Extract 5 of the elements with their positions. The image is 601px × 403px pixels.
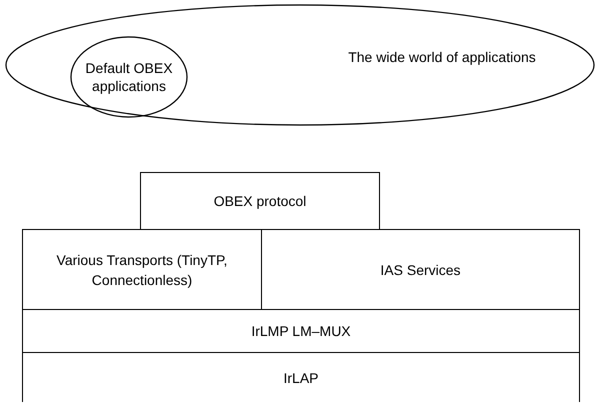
- ellipse-label: The wide world of applications: [347, 48, 537, 66]
- ellipse-label: Default OBEX applications: [84, 59, 174, 95]
- layer-box: IrLAP: [22, 352, 580, 402]
- layer-box: OBEX protocol: [140, 172, 380, 230]
- layer-box: IrLMP LM–MUX: [22, 309, 580, 353]
